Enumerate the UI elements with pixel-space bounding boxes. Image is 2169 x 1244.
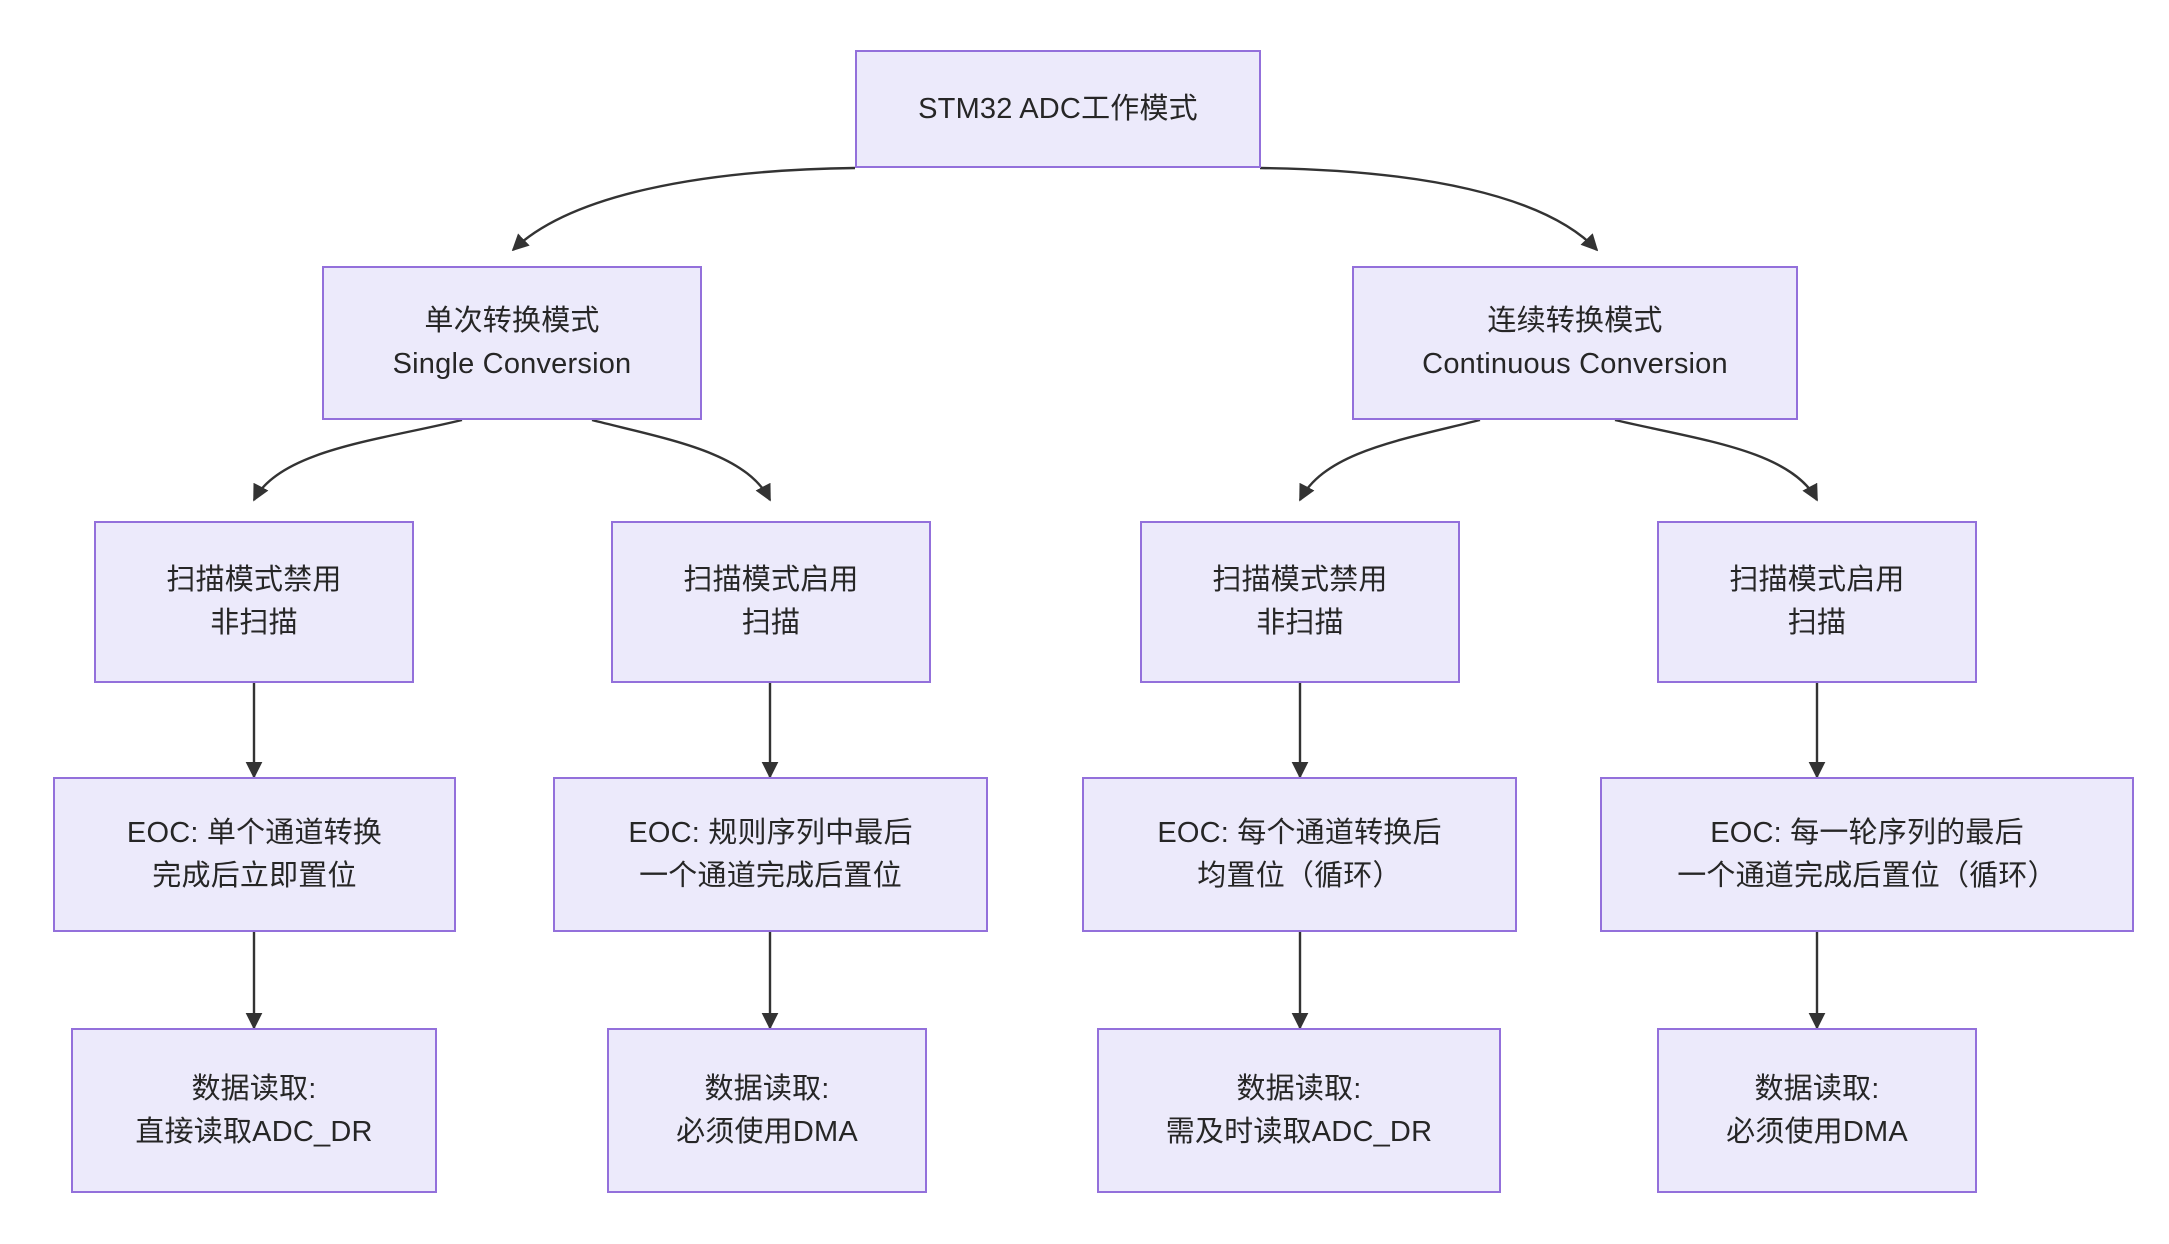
node-eoc-continuous-scan-line-1: EOC: 每一轮序列的最后 (1710, 816, 2024, 849)
edge-root-to-single (511, 166, 856, 252)
node-single-conversion-mode[interactable]: 单次转换模式 Single Conversion (322, 266, 702, 420)
node-read-single-nonscan-line-2: 直接读取ADC_DR (135, 1115, 373, 1148)
node-eoc-continuous-nonscan-line-2: 均置位（循环） (1197, 859, 1402, 892)
node-eoc-single-nonscan[interactable]: EOC: 单个通道转换 完成后立即置位 (53, 777, 456, 932)
node-eoc-single-nonscan-line-1: EOC: 单个通道转换 (126, 816, 383, 849)
node-continuous-scan-enabled-line-2: 扫描 (1787, 607, 1847, 639)
node-read-continuous-scan[interactable]: 数据读取: 必须使用DMA (1657, 1028, 1977, 1193)
node-eoc-single-scan-line-2: 一个通道完成后置位 (639, 859, 902, 892)
node-read-single-scan[interactable]: 数据读取: 必须使用DMA (607, 1028, 927, 1193)
node-root-line-1: STM32 ADC工作模式 (918, 92, 1198, 125)
node-read-continuous-nonscan-line-2: 需及时读取ADC_DR (1165, 1115, 1433, 1148)
node-single-conversion-mode-line-2: Single Conversion (392, 348, 632, 380)
node-single-scan-enabled-line-2: 扫描 (741, 607, 801, 639)
node-read-continuous-scan-line-2: 必须使用DMA (1726, 1115, 1908, 1148)
node-root[interactable]: STM32 ADC工作模式 (855, 50, 1261, 168)
node-single-conversion-mode-line-1: 单次转换模式 (424, 305, 600, 338)
node-read-single-scan-line-1: 数据读取: (704, 1072, 830, 1105)
node-read-single-nonscan[interactable]: 数据读取: 直接读取ADC_DR (71, 1028, 437, 1193)
node-eoc-single-nonscan-line-2: 完成后立即置位 (152, 859, 357, 892)
node-continuous-scan-disabled[interactable]: 扫描模式禁用 非扫描 (1140, 521, 1460, 683)
edge-continuous-to-scanon (1614, 418, 1819, 502)
node-eoc-continuous-scan-line-2: 一个通道完成后置位（循环） (1677, 859, 2057, 892)
node-eoc-single-scan[interactable]: EOC: 规则序列中最后 一个通道完成后置位 (553, 777, 988, 932)
node-single-scan-disabled-line-2: 非扫描 (210, 607, 298, 639)
node-eoc-continuous-scan[interactable]: EOC: 每一轮序列的最后 一个通道完成后置位（循环） (1600, 777, 2134, 932)
node-continuous-scan-enabled[interactable]: 扫描模式启用 扫描 (1657, 521, 1977, 683)
edge-single-to-scanon (591, 418, 772, 502)
node-continuous-scan-disabled-line-1: 扫描模式禁用 (1212, 564, 1388, 597)
node-eoc-single-scan-line-1: EOC: 规则序列中最后 (628, 816, 913, 849)
node-single-scan-enabled[interactable]: 扫描模式启用 扫描 (611, 521, 931, 683)
edge-single-to-scanoff (252, 418, 463, 502)
node-single-scan-enabled-line-1: 扫描模式启用 (683, 564, 859, 597)
edge-continuous-to-scanoff (1298, 418, 1481, 502)
node-eoc-continuous-nonscan[interactable]: EOC: 每个通道转换后 均置位（循环） (1082, 777, 1517, 932)
node-single-scan-disabled[interactable]: 扫描模式禁用 非扫描 (94, 521, 414, 683)
node-read-single-nonscan-line-1: 数据读取: (191, 1072, 317, 1105)
node-eoc-continuous-nonscan-line-1: EOC: 每个通道转换后 (1157, 816, 1442, 849)
node-read-continuous-nonscan[interactable]: 数据读取: 需及时读取ADC_DR (1097, 1028, 1501, 1193)
edge-root-to-continuous (1259, 166, 1599, 252)
node-read-single-scan-line-2: 必须使用DMA (676, 1115, 858, 1148)
node-single-scan-disabled-line-1: 扫描模式禁用 (166, 564, 342, 597)
node-continuous-conversion-mode[interactable]: 连续转换模式 Continuous Conversion (1352, 266, 1798, 420)
node-read-continuous-nonscan-line-1: 数据读取: (1236, 1072, 1362, 1105)
node-continuous-scan-disabled-line-2: 非扫描 (1256, 607, 1344, 639)
node-read-continuous-scan-line-1: 数据读取: (1754, 1072, 1880, 1105)
node-continuous-scan-enabled-line-1: 扫描模式启用 (1729, 564, 1905, 597)
node-continuous-conversion-mode-line-1: 连续转换模式 (1487, 305, 1663, 338)
node-continuous-conversion-mode-line-2: Continuous Conversion (1422, 348, 1728, 380)
